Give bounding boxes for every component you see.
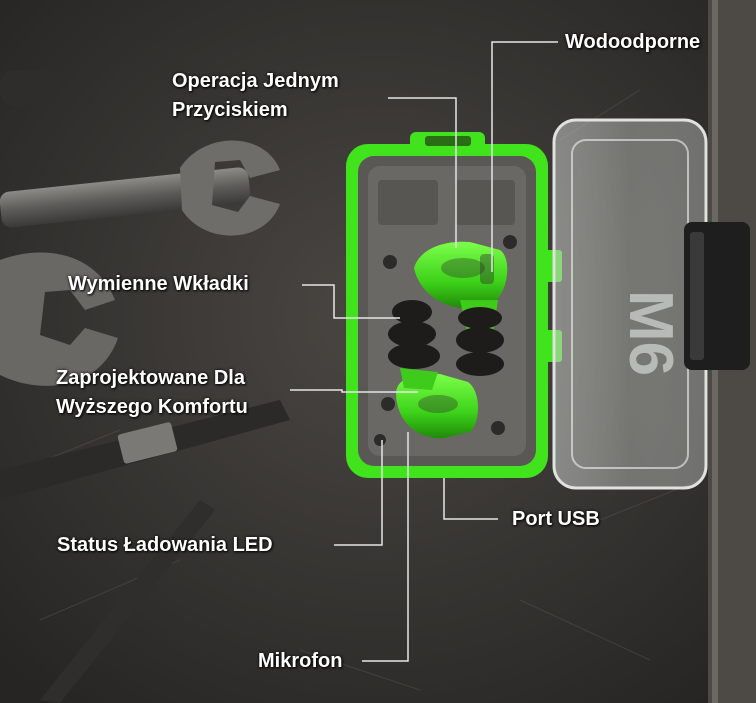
label-microphone: Mikrofon [258, 650, 343, 672]
label-led-status: Status Ładowania LED [57, 534, 273, 556]
label-one-button: Operacja Jednym Przyciskiem [172, 67, 339, 125]
clear-case-lid: M6 [552, 118, 750, 490]
earbud-bottom [396, 368, 478, 439]
label-one-button-line1: Operacja Jednym [172, 70, 339, 92]
label-interchangeable-tips: Wymienne Wkładki [68, 273, 249, 295]
case-brand-logo: M6 [616, 290, 685, 376]
label-comfort-line1: Zaprojektowane Dla [56, 367, 245, 389]
label-comfort: Zaprojektowane Dla Wyższego Komfortu [56, 364, 248, 422]
label-one-button-line2: Przyciskiem [172, 99, 288, 121]
wrench-top [0, 70, 280, 236]
label-waterproof: Wodoodporne [565, 31, 701, 53]
label-usb-port: Port USB [512, 508, 600, 530]
wrench-middle [0, 252, 118, 386]
hacksaw [0, 400, 290, 703]
ear-tips [388, 300, 504, 376]
label-comfort-line2: Wyższego Komfortu [56, 396, 248, 418]
callout-lines [290, 41, 558, 662]
